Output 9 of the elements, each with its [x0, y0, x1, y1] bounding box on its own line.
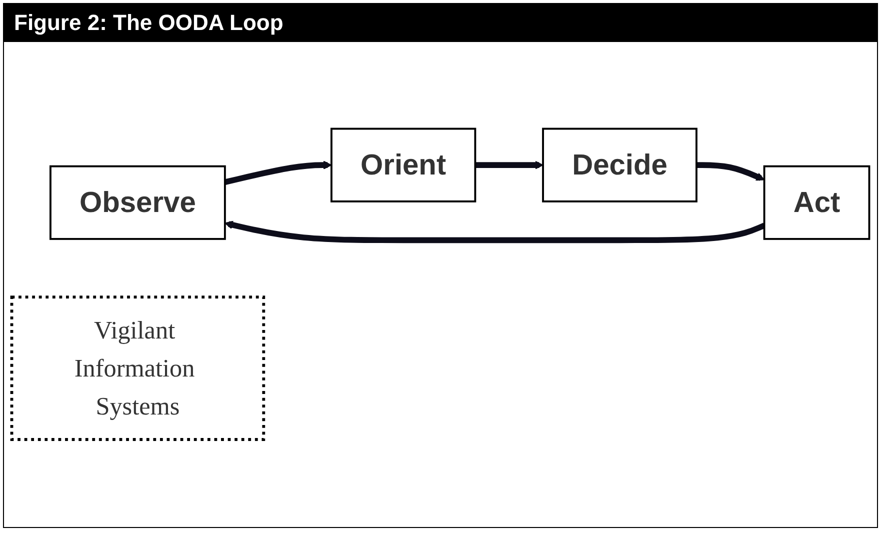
arrow: [696, 162, 765, 182]
node-box: Orient: [330, 128, 476, 203]
arrow: [475, 161, 544, 170]
figure-title: Figure 2: The OODA Loop: [4, 4, 877, 42]
arrow: [224, 161, 332, 186]
node-box: Decide: [542, 128, 698, 203]
arrow: [224, 221, 766, 244]
node-box: Act: [763, 166, 870, 240]
node-box: Observe: [50, 166, 226, 240]
